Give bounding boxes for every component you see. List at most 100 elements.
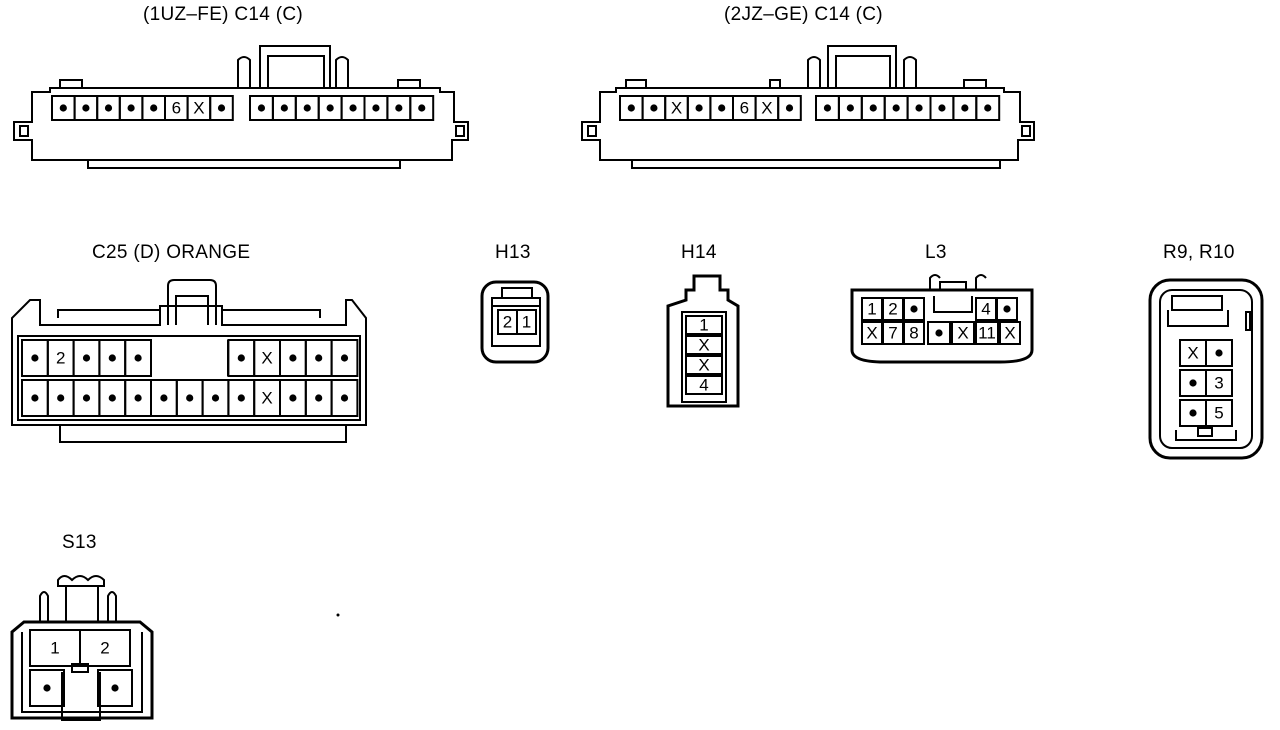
c25-pin-1-2 — [82, 394, 91, 402]
connector-l3-housing — [850, 274, 1034, 364]
s13-pin-1-1 — [111, 684, 119, 692]
c14_2jz-cavity-0-7 — [777, 95, 802, 121]
l3-cavity-1-6 — [999, 321, 1021, 345]
c25-pin-1-4 — [134, 394, 142, 402]
r9r10-cavity-2-1 — [1205, 399, 1233, 427]
l3-pin-1-5: 11 — [978, 323, 996, 342]
h14-cavity-3-0 — [685, 375, 723, 395]
l3-pin-1-0: X — [866, 323, 877, 342]
c14_1uz-cavity-0-15 — [409, 95, 435, 121]
l3-cavity-1-5 — [975, 321, 999, 345]
s13-pin-0-1: 2 — [100, 638, 109, 657]
c25-pin-1-1 — [57, 394, 65, 402]
l3-pin-0-4 — [1003, 305, 1011, 313]
connector-s13-title: S13 — [62, 532, 97, 553]
l3-pin-0-1: 2 — [888, 299, 897, 318]
c14_2jz-cavity-0-15 — [975, 95, 1001, 121]
r9r10-cavity-0-1 — [1205, 339, 1233, 367]
h14-pin-1-0: X — [698, 335, 709, 354]
c25-cavity-1-12 — [330, 379, 359, 417]
h14-pin-2-0: X — [698, 355, 709, 374]
c25-pin-1-8 — [237, 394, 245, 402]
c14_2jz-pin-0-14 — [961, 104, 969, 112]
l3-cavity-0-2 — [903, 297, 925, 321]
c14_1uz-pin-0-1 — [82, 104, 90, 112]
connector-r9r10-title: R9, R10 — [1163, 242, 1235, 263]
connector-c14-1uz-title: (1UZ–FE) C14 (C) — [143, 4, 303, 25]
c25-pin-1-0 — [31, 394, 39, 402]
c14_2jz-pin-0-1 — [650, 104, 658, 112]
c25-pin-0-4 — [134, 354, 142, 362]
c25-pin-1-3 — [108, 394, 116, 402]
connector-l3-title: L3 — [925, 242, 947, 263]
c25-pin-1-12 — [340, 394, 349, 402]
c25-cavity-0-12 — [330, 339, 359, 377]
connector-c14-2jz-housing — [581, 45, 1035, 169]
c14_1uz-pin-0-8 — [257, 104, 266, 112]
c25-pin-0-3 — [108, 354, 116, 362]
s13-cavity-1-0 — [29, 669, 65, 707]
c14_1uz-pin-0-14 — [395, 104, 403, 112]
l3-pin-1-6: X — [1004, 323, 1015, 342]
connector-h13-title: H13 — [495, 242, 531, 263]
connector-h14-title: H14 — [681, 242, 717, 263]
c14_1uz-pin-0-5: 6 — [172, 98, 181, 117]
l3-cavity-1-2 — [903, 321, 925, 345]
c25-pin-1-10 — [289, 394, 297, 402]
c25-pin-0-0 — [31, 354, 39, 362]
connector-s13-housing — [10, 575, 154, 721]
r9r10-pin-1-1: 3 — [1214, 373, 1223, 392]
c14_1uz-pin-0-2 — [104, 104, 113, 112]
connector-h13-housing — [480, 280, 550, 364]
c25-latch-slot — [150, 340, 229, 376]
c14_1uz-pin-0-13 — [372, 104, 380, 112]
c14_2jz-pin-0-6: X — [761, 98, 772, 117]
h13-cavity-0-1 — [516, 309, 537, 335]
c14_1uz-pin-0-7 — [217, 104, 226, 112]
c25-pin-0-2 — [82, 354, 91, 362]
h14-cavity-0-0 — [685, 315, 723, 335]
l3-pin-0-0: 1 — [867, 299, 876, 318]
c14_1uz-pin-0-6: X — [193, 98, 204, 117]
l3-cavity-1-3 — [927, 321, 951, 345]
l3-pin-1-2: 8 — [909, 323, 918, 342]
c25-pin-1-6 — [186, 394, 194, 402]
c14_2jz-pin-0-0 — [627, 104, 635, 112]
r9r10-pin-1-0 — [1189, 379, 1197, 387]
c14_1uz-pin-0-3 — [127, 104, 135, 112]
c14_2jz-pin-0-5: 6 — [740, 98, 749, 117]
c14_2jz-pin-0-12 — [915, 104, 923, 112]
c14_1uz-pin-0-4 — [150, 104, 158, 112]
c14_1uz-pin-0-0 — [59, 104, 67, 112]
c14_2jz-pin-0-11 — [892, 104, 900, 112]
l3-pin-0-2 — [910, 305, 918, 313]
h14-cavity-1-0 — [685, 335, 723, 355]
connector-c14-1uz-housing — [13, 45, 469, 169]
r9r10-pin-0-0: X — [1187, 343, 1198, 362]
l3-pin-1-3 — [935, 329, 943, 337]
l3-pin-0-3: 4 — [981, 299, 990, 318]
s13-pin-1-0 — [43, 684, 51, 692]
c14_1uz-pin-0-9 — [280, 104, 288, 112]
c14_2jz-pin-0-3 — [695, 104, 703, 112]
r9r10-cavity-1-1 — [1205, 369, 1233, 397]
h14-cavity-2-0 — [685, 355, 723, 375]
h13-pin-0-0: 2 — [503, 312, 512, 331]
c14_1uz-pin-0-10 — [303, 104, 311, 112]
c25-pin-0-12 — [340, 354, 349, 362]
c14_1uz-pin-0-15 — [418, 104, 426, 112]
c14_2jz-pin-0-2: X — [671, 98, 682, 117]
c25-pin-0-11 — [315, 354, 323, 362]
connector-c25-housing — [11, 279, 367, 443]
c25-pin-0-9: X — [261, 348, 272, 367]
c25-pin-1-11 — [315, 394, 323, 402]
c14_1uz-pin-0-11 — [326, 104, 334, 112]
c14_1uz-cavity-0-7 — [209, 95, 234, 121]
r9r10-pin-2-1: 5 — [1214, 403, 1223, 422]
